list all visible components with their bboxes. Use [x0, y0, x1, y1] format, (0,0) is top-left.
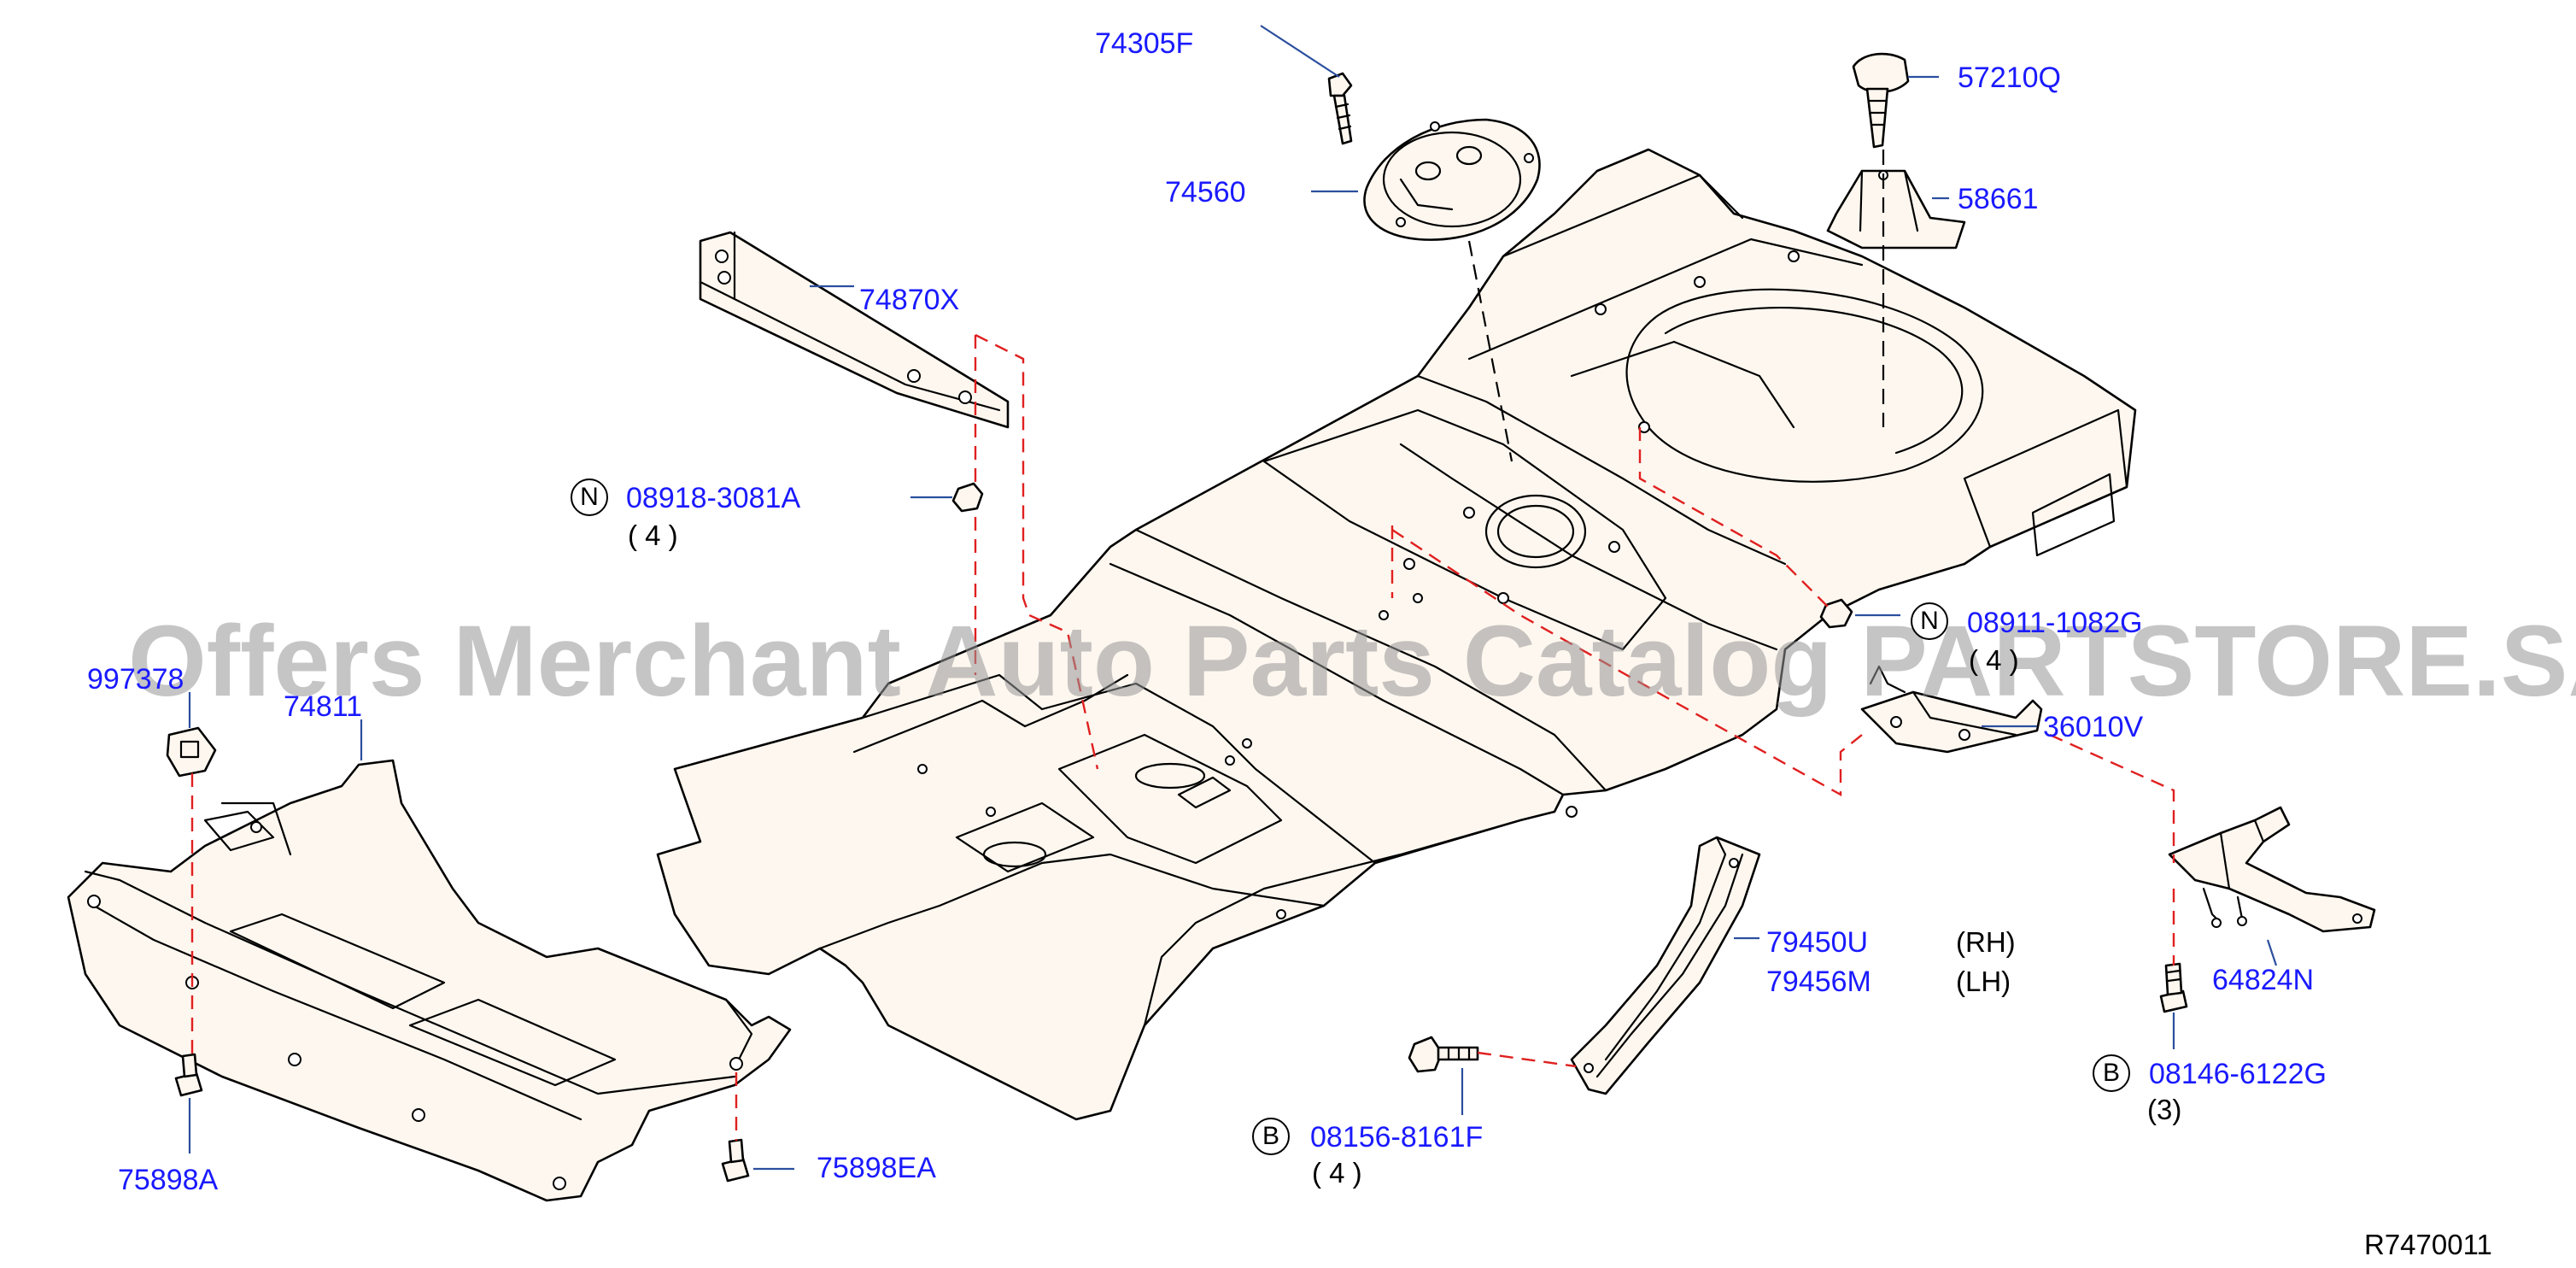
clip-997378 — [166, 726, 217, 778]
bracket-58661 — [1826, 169, 1966, 249]
qty-08911-1082G: ( 4 ) — [1969, 644, 2019, 676]
label-74305F[interactable]: 74305F — [1095, 27, 1194, 60]
label-79456M[interactable]: 79456M — [1766, 966, 1871, 998]
bolt-08156-8161F — [1408, 1036, 1479, 1073]
bolt-75898EA — [721, 1138, 750, 1183]
side-79456M: (LH) — [1956, 966, 2011, 997]
label-57210Q[interactable]: 57210Q — [1958, 62, 2061, 94]
nut-08911-1082G — [1819, 598, 1853, 629]
label-75898EA[interactable]: 75898EA — [817, 1152, 936, 1184]
qty-08918-3081A: ( 4 ) — [628, 520, 678, 551]
label-08911-1082G[interactable]: 08911-1082G — [1967, 607, 2143, 639]
dashed-guides — [190, 150, 2175, 1141]
qty-08156-8161F: ( 4 ) — [1312, 1157, 1362, 1189]
plug-57210Q — [1852, 52, 1910, 149]
label-75898A[interactable]: 75898A — [118, 1164, 219, 1196]
label-74811[interactable]: 74811 — [284, 690, 363, 723]
marker-n-08911: N — [1911, 602, 1948, 640]
label-64824N[interactable]: 64824N — [2212, 964, 2315, 996]
marker-b-08156: B — [1252, 1118, 1290, 1155]
label-36010V[interactable]: 36010V — [2043, 711, 2144, 743]
floor-pan — [656, 148, 2137, 1121]
reinforcement-79450U — [1570, 836, 1761, 1095]
bolt-08146-6122G — [2159, 962, 2188, 1013]
label-58661[interactable]: 58661 — [1958, 183, 2039, 215]
bracket-64824N — [2168, 806, 2376, 933]
marker-n-08918: N — [571, 478, 608, 516]
label-08146-6122G[interactable]: 08146-6122G — [2149, 1058, 2327, 1090]
label-08156-8161F[interactable]: 08156-8161F — [1310, 1121, 1484, 1154]
side-79450U: (RH) — [1956, 926, 2016, 958]
label-74560[interactable]: 74560 — [1165, 176, 1246, 208]
under-cover-74811 — [67, 759, 792, 1202]
bracket-36010V — [1860, 665, 2043, 754]
nut-08918-3081A — [951, 482, 984, 513]
bolt-74305F — [1327, 72, 1353, 145]
marker-b-08146: B — [2093, 1054, 2130, 1092]
label-08918-3081A[interactable]: 08918-3081A — [626, 482, 801, 514]
leader-lines — [188, 25, 2278, 1171]
label-997378[interactable]: 997378 — [87, 663, 184, 696]
label-74870X[interactable]: 74870X — [859, 284, 960, 316]
bolt-75898A — [174, 1053, 203, 1097]
qty-08146-6122G: (3) — [2147, 1094, 2182, 1125]
plate-74560 — [1363, 118, 1541, 241]
label-79450U[interactable]: 79450U — [1766, 926, 1869, 959]
diagram-code: R7470011 — [2364, 1229, 2492, 1260]
bracket-74870X — [699, 231, 1010, 429]
